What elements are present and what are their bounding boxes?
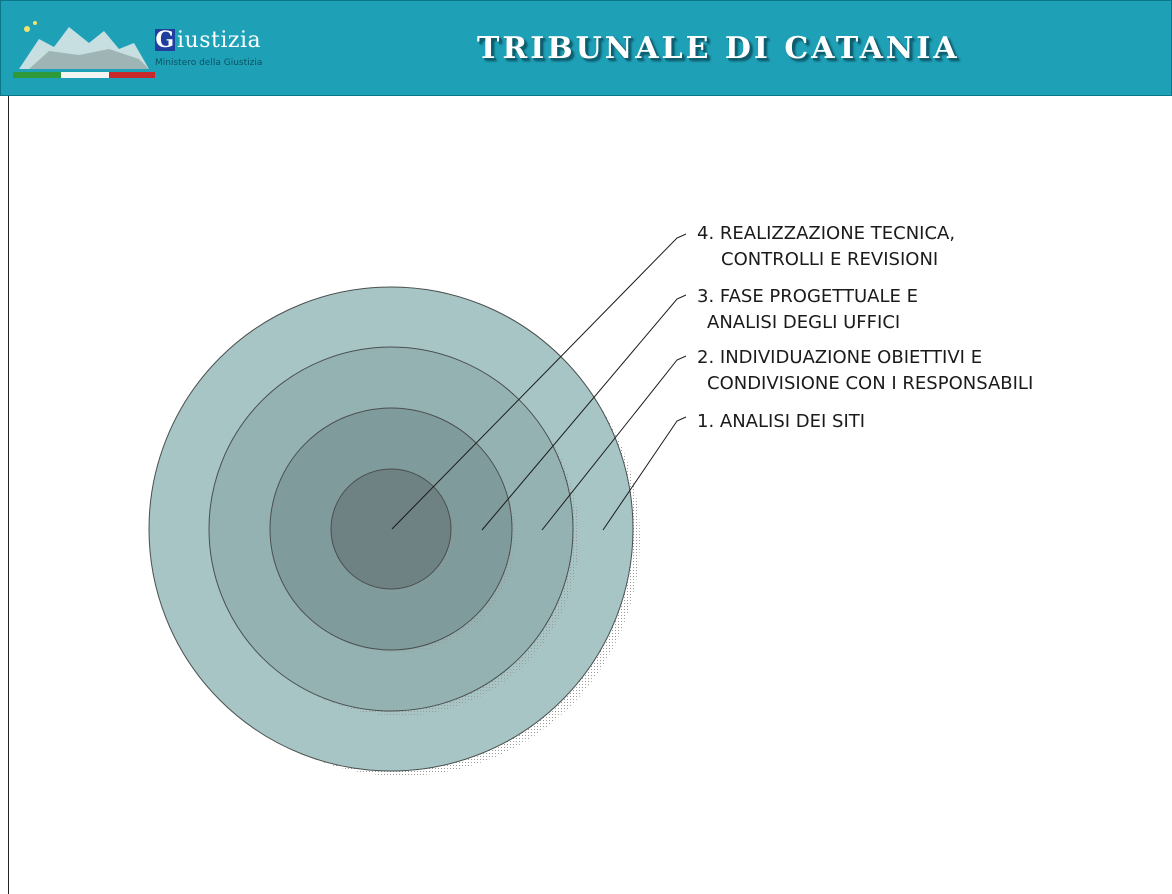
leader-line-4 xyxy=(391,233,687,530)
label-step-4-line1: 4. REALIZZAZIONE TECNICA, xyxy=(697,223,956,244)
emblem-logo-icon xyxy=(9,9,159,85)
leader-line-3 xyxy=(481,294,687,531)
ministero-subtitle: Ministero della Giustizia xyxy=(155,58,263,68)
giustizia-logo-letter: G xyxy=(155,27,175,53)
label-step-3-line2: ANALISI DEGLI UFFICI xyxy=(707,312,901,333)
label-step-3-line1: 3. FASE PROGETTUALE E xyxy=(697,286,918,307)
label-step-2: 2. INDIVIDUAZIONE OBIETTIVI E CONDIVISIO… xyxy=(697,345,1033,397)
giustizia-logo-text: iustizia xyxy=(177,28,262,53)
label-step-2-line2: CONDIVISIONE CON I RESPONSABILI xyxy=(707,373,1034,394)
label-step-4-line2: CONTROLLI E REVISIONI xyxy=(721,249,939,270)
page-title: TRIBUNALE DI CATANIA xyxy=(477,31,960,66)
label-step-2-line1: 2. INDIVIDUAZIONE OBIETTIVI E xyxy=(697,347,983,368)
left-border-line xyxy=(8,96,9,894)
label-step-3: 3. FASE PROGETTUALE E ANALISI DEGLI UFFI… xyxy=(697,284,918,336)
leader-line-2 xyxy=(541,355,687,531)
leader-line-1 xyxy=(602,416,687,531)
label-step-1: 1. ANALISI DEI SITI xyxy=(697,409,865,435)
label-step-4: 4. REALIZZAZIONE TECNICA, CONTROLLI E RE… xyxy=(697,221,955,273)
label-step-1-line1: 1. ANALISI DEI SITI xyxy=(697,411,866,432)
